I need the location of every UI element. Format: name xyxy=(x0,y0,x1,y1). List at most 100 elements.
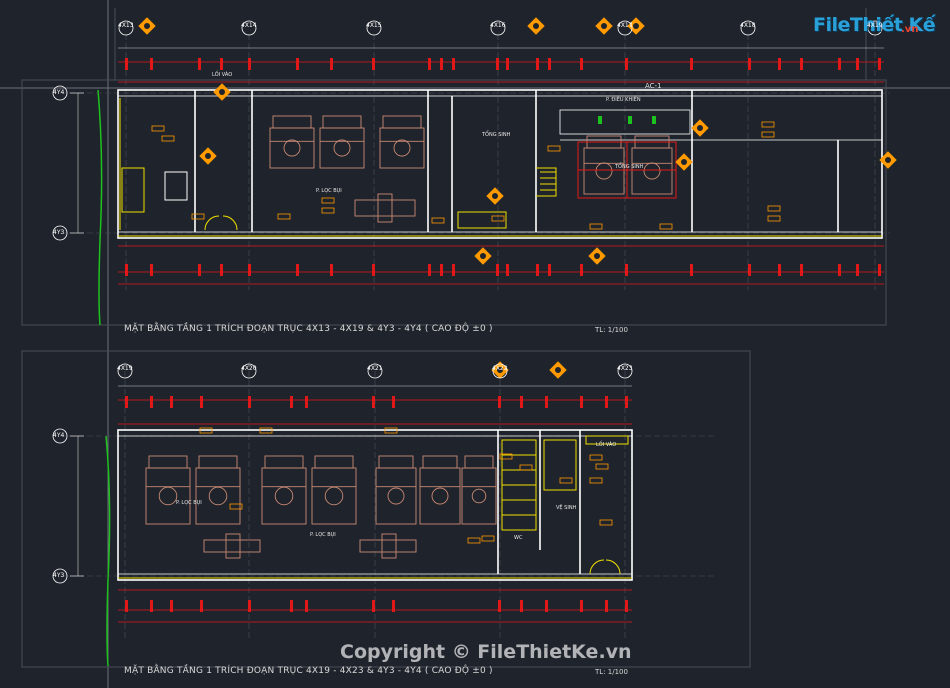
dimension-stub xyxy=(690,58,693,70)
dust-filter-unit xyxy=(145,467,191,525)
dust-filter-unit xyxy=(461,467,497,525)
room-label-control: P. ĐIỀU KHIỂN xyxy=(606,97,641,103)
code-label-box xyxy=(259,427,273,434)
dimension-stub xyxy=(748,264,751,276)
dimension-stub xyxy=(372,58,375,70)
axis-bubble xyxy=(490,20,506,36)
dimension-stub xyxy=(125,264,128,276)
room-label-dust-filter-top: P. LỌC BỤI xyxy=(316,188,342,194)
dimension-stub xyxy=(220,58,223,70)
dimension-stub xyxy=(392,396,395,408)
dust-filter-unit xyxy=(379,127,425,169)
dimension-stub xyxy=(545,396,548,408)
dust-filter-hood xyxy=(264,455,304,469)
dimension-stub xyxy=(428,264,431,276)
dimension-stub xyxy=(506,264,509,276)
section-marker-center xyxy=(633,23,639,29)
dimension-stub xyxy=(545,600,548,612)
axis-bubble xyxy=(52,225,68,241)
axis-label-4x19-bottom: 4X19 xyxy=(117,365,133,372)
dimension-stub xyxy=(838,264,841,276)
dimension-stub xyxy=(536,58,539,70)
section-marker-center xyxy=(219,89,225,95)
dust-filter-hood xyxy=(382,115,422,129)
section-marker-center xyxy=(681,159,687,165)
axis-bubble xyxy=(740,20,756,36)
dimension-stub xyxy=(198,264,201,276)
dimension-stub xyxy=(580,396,583,408)
filter-motor xyxy=(283,139,301,157)
dimension-stub xyxy=(372,600,375,612)
section-marker-center xyxy=(697,125,703,131)
section-marker-center xyxy=(497,367,503,373)
dimension-stub xyxy=(305,396,308,408)
dimension-stub xyxy=(625,264,628,276)
dimension-stub xyxy=(625,600,628,612)
dust-filter-hood xyxy=(378,455,414,469)
plan-bottom-title: MẶT BẰNG TẦNG 1 TRÍCH ĐOẠN TRỤC 4X19 - 4… xyxy=(124,666,493,676)
viewport-frame-bottom xyxy=(21,350,751,668)
dimension-stub xyxy=(248,264,251,276)
axis-bubble xyxy=(367,363,383,379)
axis-bubble xyxy=(492,363,508,379)
dimension-stub xyxy=(800,58,803,70)
axis-bubble xyxy=(52,428,68,444)
code-label-box xyxy=(191,213,205,220)
dimension-stub xyxy=(150,58,153,70)
dimension-stub xyxy=(290,396,293,408)
floor-plan-bottom xyxy=(60,361,715,640)
code-label-box xyxy=(321,197,335,204)
filter-motor xyxy=(595,162,613,180)
code-label-box xyxy=(589,223,603,230)
logo-main-text: FileThiết Kế xyxy=(813,14,936,36)
dimension-stub xyxy=(428,58,431,70)
dimension-stub xyxy=(690,264,693,276)
filter-motor xyxy=(393,139,411,157)
site-logo[interactable]: FileThiết Kế .vn xyxy=(813,12,936,46)
axis-label-4x17: 4X17 xyxy=(617,22,633,29)
dimension-stub xyxy=(248,396,251,408)
filter-motor xyxy=(471,488,487,504)
axis-label-4x18: 4X18 xyxy=(740,22,756,29)
code-label-box xyxy=(599,519,613,526)
dimension-stub xyxy=(856,58,859,70)
section-marker-center xyxy=(555,367,561,373)
dimension-stub xyxy=(778,58,781,70)
axis-label-4x22: 4X22 xyxy=(492,365,508,372)
room-label-restroom: VỆ SINH xyxy=(556,505,577,511)
axis-label-4x16: 4X16 xyxy=(490,22,506,29)
dimension-stub xyxy=(330,264,333,276)
axis-bubble xyxy=(366,20,382,36)
axis-label-4x14: 4X14 xyxy=(241,22,257,29)
axis-label-4x13: 4X13 xyxy=(118,22,134,29)
room-label-entrance-top: LỐI VÀO xyxy=(212,72,233,78)
dimension-stub xyxy=(125,600,128,612)
dimension-stub xyxy=(440,58,443,70)
room-label-dust-filter-b1: P. LỌC BỤI xyxy=(176,500,202,506)
filter-motor xyxy=(643,162,661,180)
dimension-stub xyxy=(248,58,251,70)
copyright-watermark: Copyright © FileThietKe.vn xyxy=(340,641,632,663)
code-label-box xyxy=(384,427,398,434)
green-boundary-top xyxy=(97,89,103,326)
code-label-box xyxy=(491,215,505,222)
section-marker-center xyxy=(492,193,498,199)
dimension-stub xyxy=(605,600,608,612)
code-label-box xyxy=(589,477,603,484)
filter-motor xyxy=(158,486,178,506)
code-label-box xyxy=(519,464,533,471)
filter-motor xyxy=(431,487,449,505)
dimension-stub xyxy=(536,264,539,276)
axis-bubble xyxy=(241,20,257,36)
plan-top-scale: TL: 1/100 xyxy=(595,326,628,334)
dimension-stub xyxy=(125,58,128,70)
filter-motor xyxy=(333,139,351,157)
dust-filter-hood xyxy=(464,455,494,469)
floor-plan-top xyxy=(60,17,897,290)
axis-bubble xyxy=(117,363,133,379)
room-label-entrance-bottom: LỐI VÀO xyxy=(596,442,617,448)
dimension-stub xyxy=(150,264,153,276)
dust-filter-unit xyxy=(261,467,307,525)
